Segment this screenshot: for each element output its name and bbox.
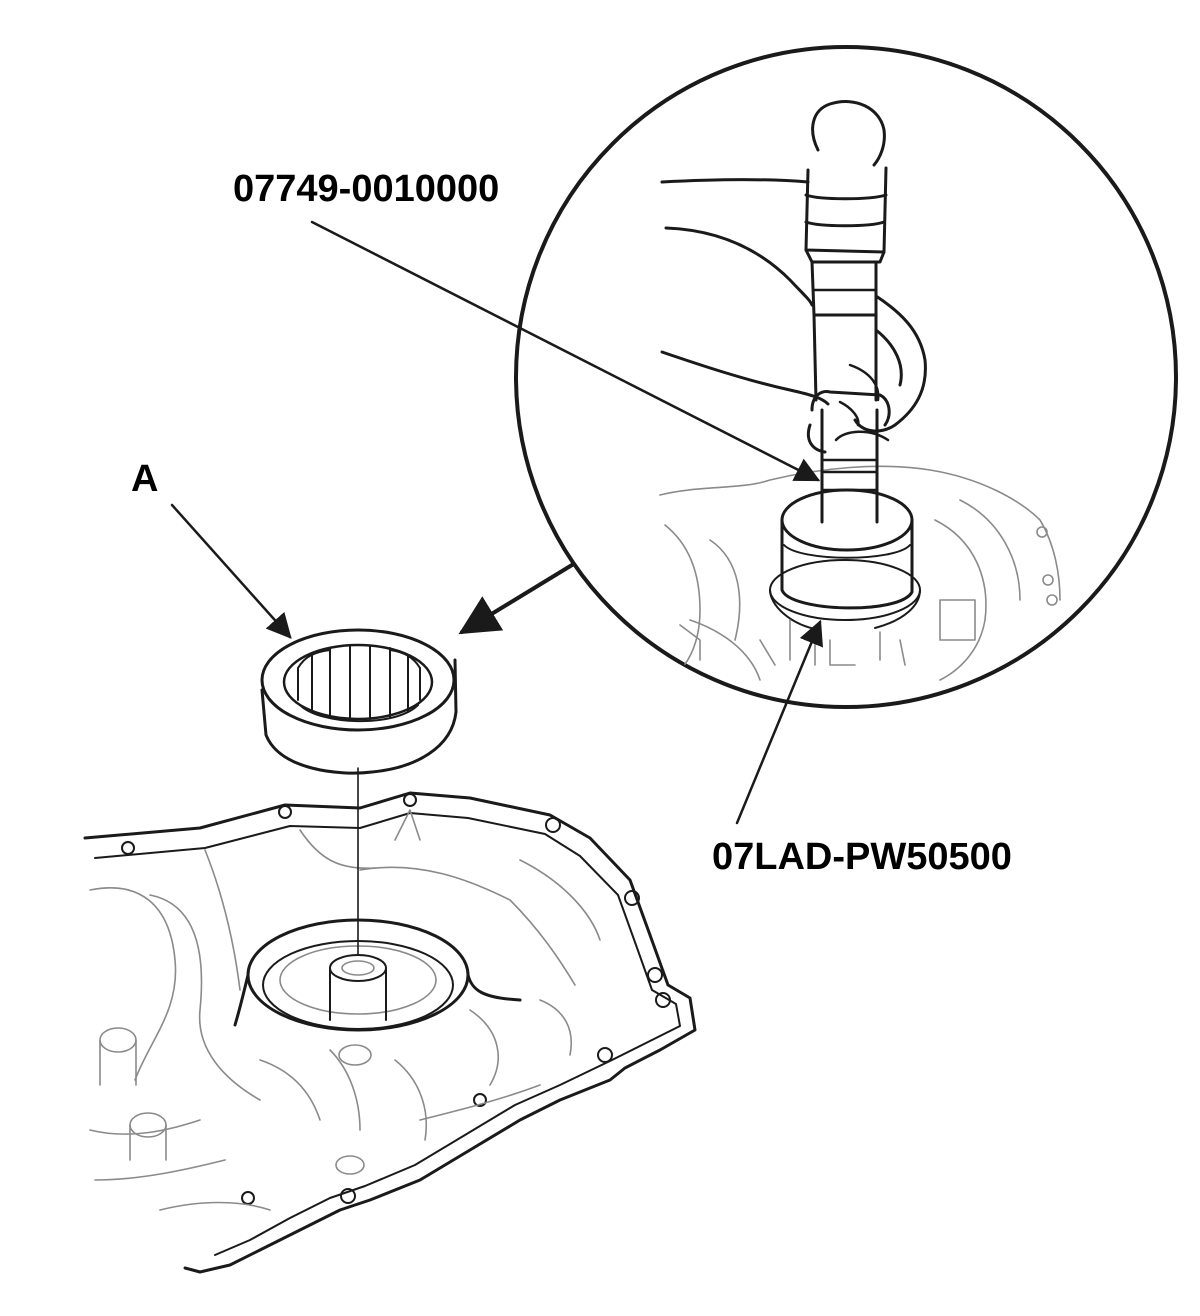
callout-tool-bottom: 07LAD-PW50500 <box>712 836 1012 878</box>
leader-tool-top <box>310 220 821 482</box>
detail-pointer-arrow <box>458 563 574 635</box>
leader-part-a <box>170 503 292 639</box>
detail-view <box>514 45 1178 709</box>
callout-tool-top: 07749-0010000 <box>233 168 500 210</box>
callout-part-a: A <box>131 458 159 500</box>
transmission-case <box>83 791 697 1274</box>
roller-bearing-a <box>260 628 458 775</box>
leader-tool-bottom <box>735 619 823 825</box>
